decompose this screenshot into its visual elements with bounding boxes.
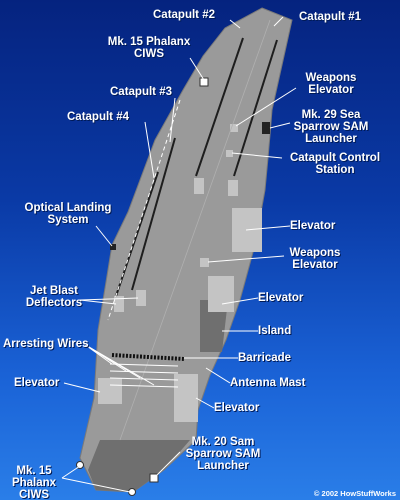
sea-sparrow-20-mount [149,473,159,483]
label-phalanx-top: Mk. 15 Phalanx CIWS [98,36,200,60]
label-catapult-control-line-1: Catapult Control [289,152,381,164]
label-catapult-control: Catapult Control Station [282,152,388,176]
label-phalanx-top-line-2: CIWS [133,48,165,60]
label-catapult-4: Catapult #4 [67,111,129,123]
label-sea-sparrow-20: Mk. 20 Sam Sparrow SAM Launcher [178,436,268,472]
label-antenna-mast: Antenna Mast [230,377,306,389]
label-elevator-left: Elevator [14,377,60,389]
label-phalanx-top-line-1: Mk. 15 Phalanx [107,36,191,48]
label-catapult-control-line-2: Station [315,164,355,176]
label-optical-landing: Optical Landing System [18,202,118,226]
label-phalanx-bottom: Mk. 15 Phalanx CIWS [6,465,62,501]
label-optical-landing-line-1: Optical Landing [24,202,112,214]
label-sea-sparrow-29-line-2: Sparrow SAM [293,121,369,133]
label-elevator-2: Elevator [258,292,304,304]
arresting-wire-4 [109,384,179,388]
weapons-elevator-2-shape [200,258,209,267]
island-base [200,300,228,352]
phalanx-top-mount [199,77,209,87]
catapult-3-track [131,137,176,291]
label-sea-sparrow-20-line-2: Sparrow SAM [185,448,261,460]
catapult-2-track [195,37,244,177]
label-jet-blast: Jet Blast Deflectors [16,285,92,309]
label-weapons-elevator-top-line-2: Elevator [308,84,354,96]
label-weapons-elevator-top-line-1: Weapons [305,72,357,84]
label-weapons-elevator-top: Weapons Elevator [296,72,366,96]
label-catapult-2: Catapult #2 [153,9,215,21]
stern-section [88,440,190,492]
label-sea-sparrow-29-line-3: Launcher [305,133,357,145]
label-sea-sparrow-20-line-3: Launcher [197,460,249,472]
jet-blast-deflector-1 [194,178,204,194]
label-catapult-1: Catapult #1 [299,11,361,23]
catapult-control-shape [226,150,233,157]
deck-edge-line [119,19,271,441]
copyright-credit: © 2002 HowStuffWorks [313,489,396,498]
label-weapons-elevator-2-line-2: Elevator [292,259,338,271]
jet-blast-deflector-4 [114,296,124,312]
label-weapons-elevator-2-line-1: Weapons [289,247,341,259]
catapult-1-track [233,39,278,177]
label-phalanx-bottom-line-1: Mk. 15 [16,465,52,477]
optical-landing-mount [110,244,116,250]
label-phalanx-bottom-line-3: CIWS [18,489,50,501]
label-jet-blast-line-1: Jet Blast [30,285,78,297]
arresting-wire-2 [109,370,179,374]
sea-sparrow-29-mount [262,122,270,134]
barricade-line [111,353,185,361]
elevator-2-shape [208,276,234,312]
jet-blast-deflector-2 [228,180,238,196]
label-weapons-elevator-2: Weapons Elevator [284,247,346,271]
label-elevator-1: Elevator [290,220,336,232]
jet-blast-deflector-3 [136,290,146,306]
label-sea-sparrow-20-line-1: Mk. 20 Sam [191,436,255,448]
leader-lines [61,16,297,493]
label-jet-blast-line-2: Deflectors [25,297,83,309]
label-island: Island [258,325,292,337]
arresting-wire-1 [109,363,179,367]
label-barricade: Barricade [238,352,292,364]
weapons-elevator-top-shape [230,124,238,132]
label-elevator-3: Elevator [214,402,260,414]
label-optical-landing-line-2: System [47,214,89,226]
angled-deck-line [107,99,181,321]
label-arresting-wires: Arresting Wires [3,338,89,350]
label-catapult-3: Catapult #3 [110,86,172,98]
elevator-3-shape [174,374,198,422]
elevator-left-shape [98,378,122,404]
label-sea-sparrow-29: Mk. 29 Sea Sparrow SAM Launcher [282,109,380,145]
label-sea-sparrow-29-line-1: Mk. 29 Sea [301,109,361,121]
label-phalanx-bottom-line-2: Phalanx [11,477,57,489]
